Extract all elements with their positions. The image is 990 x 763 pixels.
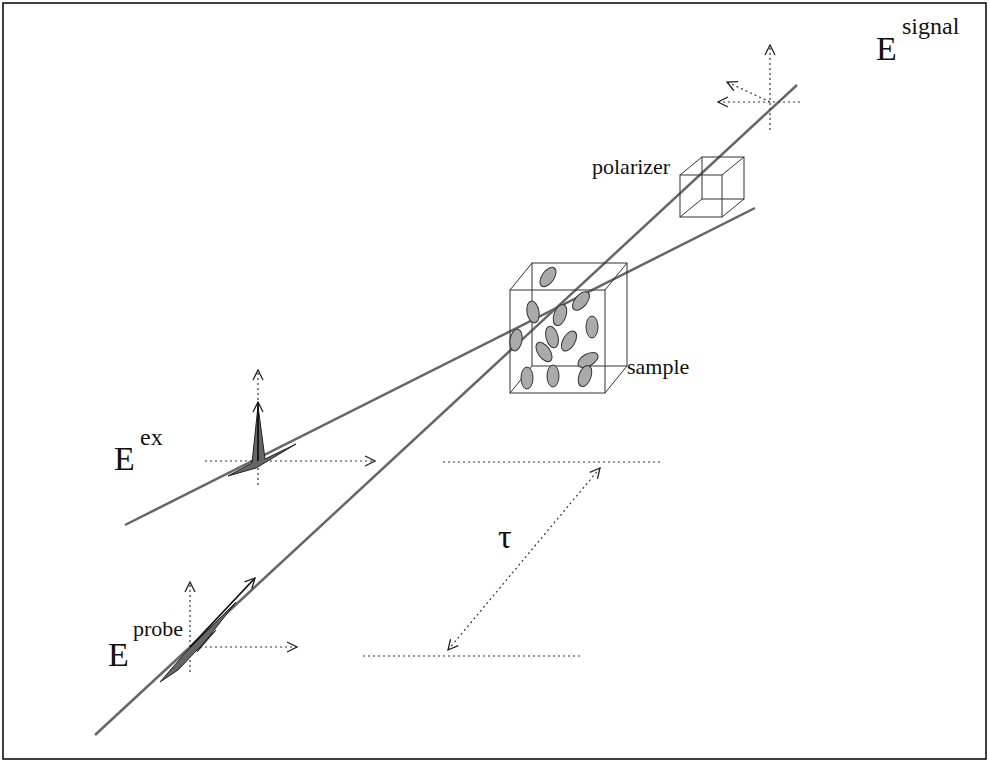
field-symbol: E	[876, 32, 897, 66]
component-label: polarizer	[592, 156, 670, 178]
delay-symbol: τ	[498, 520, 512, 554]
field-superscript: ex	[140, 425, 163, 449]
field-symbol: E	[108, 638, 129, 672]
excitation-polarization	[205, 370, 375, 485]
signal-polarization	[718, 45, 800, 130]
component-label: sample	[627, 356, 689, 378]
sample-cube	[510, 263, 627, 393]
excitation-beam	[125, 208, 755, 525]
field-symbol: E	[114, 442, 135, 476]
frame	[3, 3, 986, 759]
polarizer-cube	[680, 157, 744, 217]
molecules	[508, 265, 600, 389]
probe-beam	[95, 85, 797, 735]
field-superscript: probe	[133, 618, 183, 640]
field-superscript: signal	[902, 14, 959, 38]
delay-marker	[363, 462, 660, 656]
